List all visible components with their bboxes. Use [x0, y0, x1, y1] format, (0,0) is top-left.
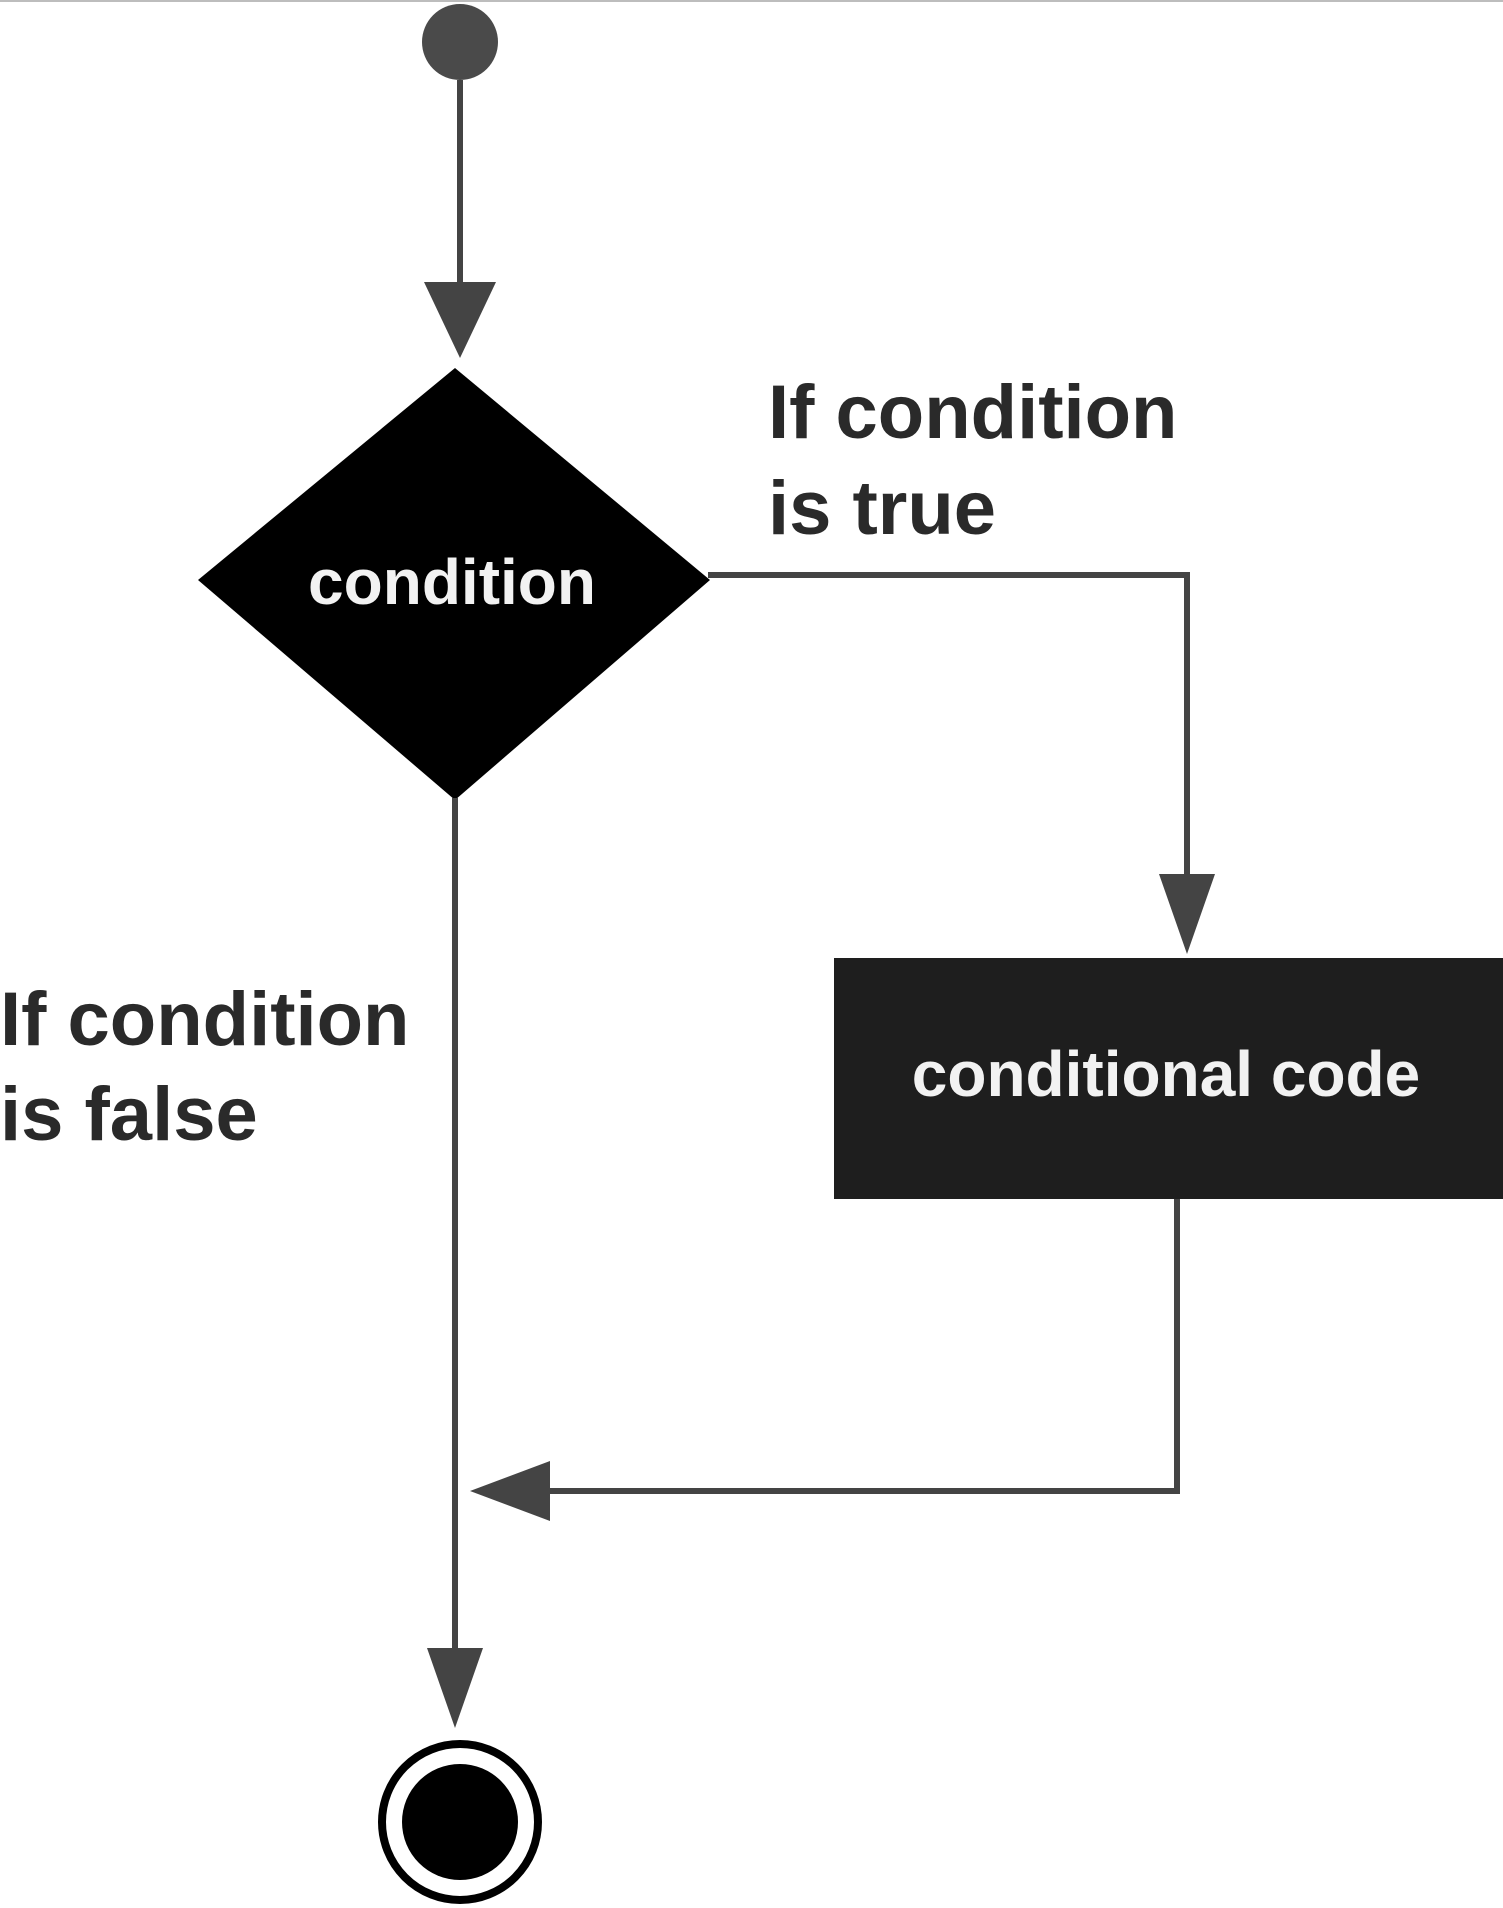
true-branch-label-line1: If condition	[768, 370, 1177, 455]
start-connector-arrowhead	[424, 282, 496, 358]
decision-node-label: condition	[308, 546, 596, 618]
return-line	[540, 1199, 1180, 1494]
decision-node	[198, 368, 710, 800]
end-node	[402, 1764, 518, 1880]
true-branch-line	[708, 572, 1190, 880]
true-branch-label-line2: is true	[768, 466, 996, 551]
process-node	[834, 958, 1503, 1199]
false-branch-arrowhead	[427, 1648, 483, 1728]
true-branch-arrowhead	[1159, 874, 1215, 954]
return-arrowhead	[470, 1461, 550, 1521]
false-branch-label-line1: If condition	[0, 977, 409, 1062]
start-node	[422, 4, 498, 80]
false-branch-label-line2: is false	[0, 1072, 258, 1157]
process-node-label: conditional code	[912, 1038, 1420, 1110]
